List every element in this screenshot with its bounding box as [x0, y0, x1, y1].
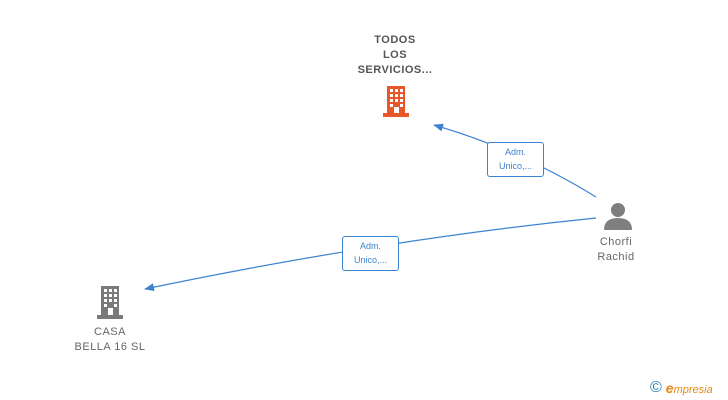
copyright-icon: ©: [650, 379, 662, 396]
edge-label-line1: Adm.: [504, 147, 526, 157]
edge-label-line2: Unico,...: [498, 161, 532, 171]
building-icon[interactable]: [95, 284, 125, 325]
brand-initial: e: [665, 380, 674, 396]
person-icon[interactable]: [603, 200, 633, 235]
brand-name: mpresia: [673, 384, 713, 396]
person-label[interactable]: Chorfi Rachid: [597, 236, 635, 263]
edge-label-line1: Adm.: [359, 241, 381, 251]
edge-label-person-todos[interactable]: Adm. Unico,...: [487, 142, 544, 177]
edge-label-line2: Unico,...: [353, 255, 387, 265]
building-icon[interactable]: [381, 84, 411, 123]
company-casa-label[interactable]: CASA BELLA 16 SL: [74, 326, 146, 353]
brand-logo: © e mpresia: [650, 379, 713, 397]
company-todos-label[interactable]: TODOS LOS SERVICIOS...: [357, 34, 433, 76]
edge-label-person-casa[interactable]: Adm. Unico,...: [342, 236, 399, 271]
